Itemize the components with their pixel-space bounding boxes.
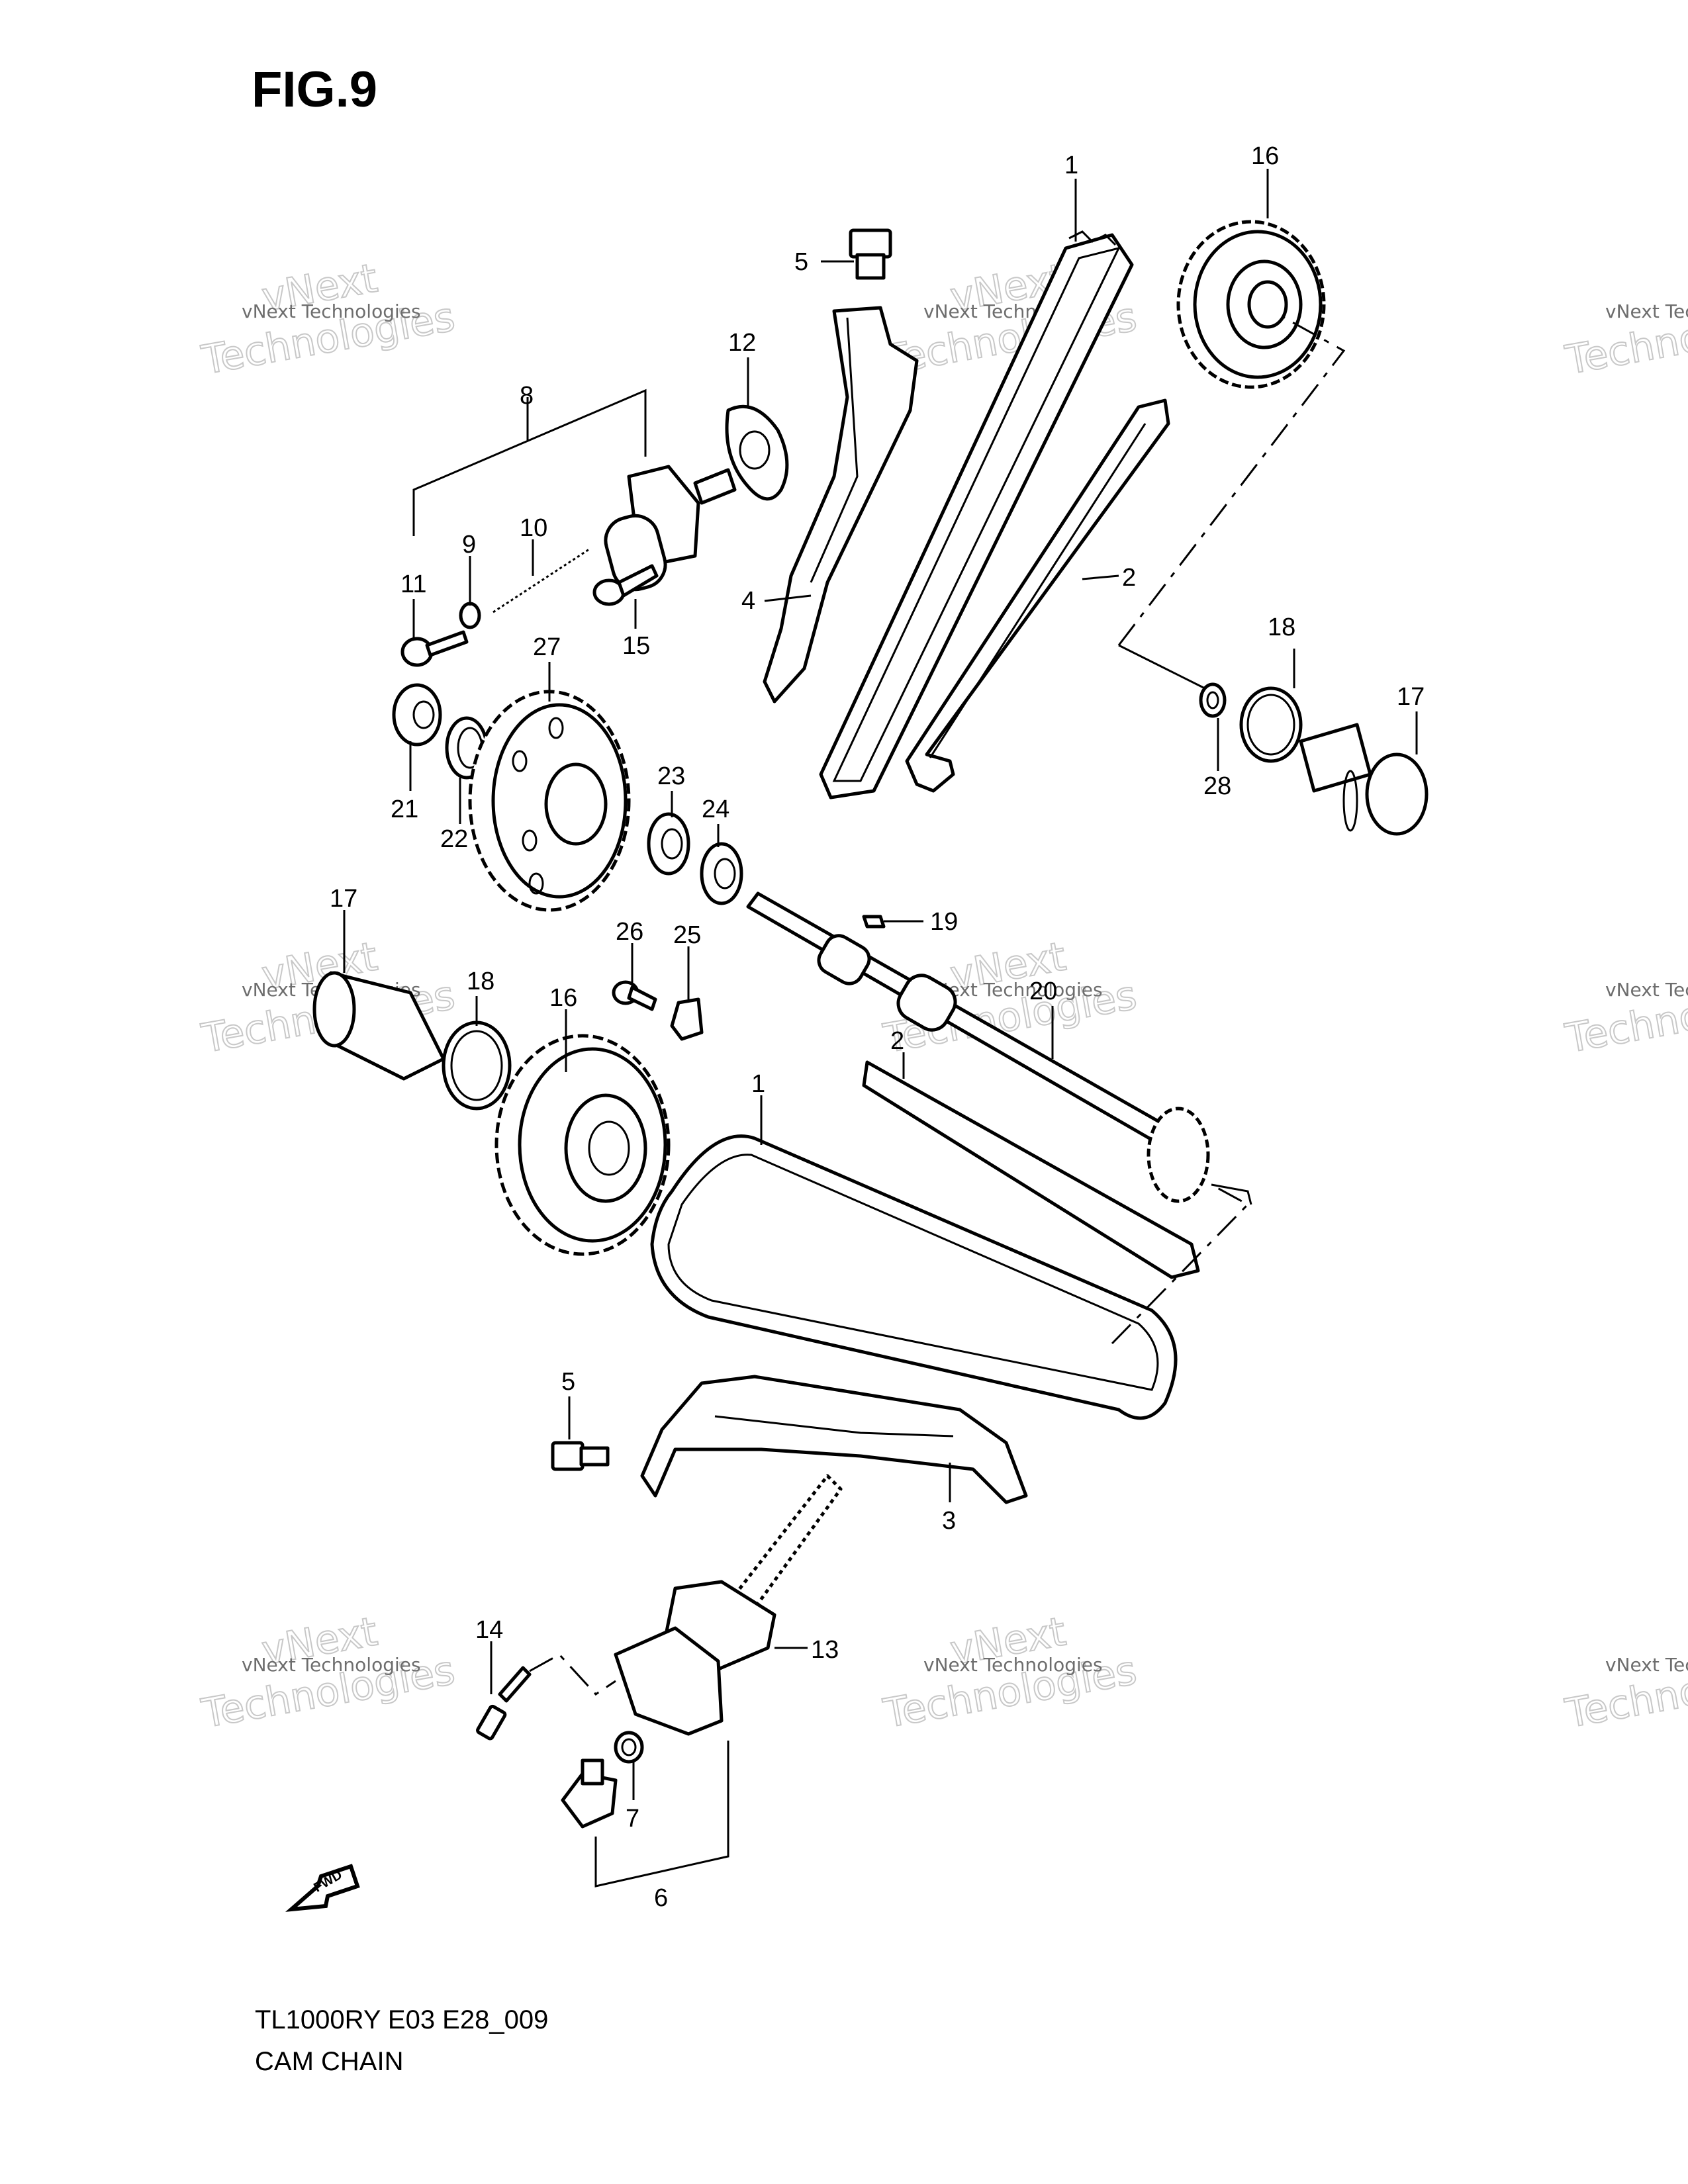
callout-17-bottom: 17 [330,885,357,913]
callout-4: 4 [741,587,755,615]
chain-tensioner-arm [640,1375,1028,1504]
sprocket-nut [392,683,442,747]
chain-guide-top [905,398,1170,793]
svg-text:vNext Technologies: vNext Technologies [242,300,421,322]
callout-5-bottom: 5 [561,1368,575,1396]
idler-shaft [746,891,1210,1203]
bearing-24 [700,842,743,905]
callout-16-top: 16 [1251,142,1279,170]
bearing-23 [647,812,690,876]
adjuster-bolt [592,564,659,606]
svg-text:vNext Technologies: vNext Technologies [1605,300,1688,322]
callout-2-bottom: 2 [890,1027,904,1055]
callout-27: 27 [533,633,561,661]
model-code: TL1000RY E03 E28_009 [255,2005,549,2034]
callout-7: 7 [626,1805,639,1833]
cam-sprocket-bottom [494,1034,671,1256]
callout-5-top: 5 [794,248,808,276]
tensioner-plug [561,1758,618,1829]
callout-20: 20 [1029,978,1057,1005]
bolt-bottom [551,1441,610,1471]
callout-25: 25 [673,921,701,949]
callout-6: 6 [654,1884,668,1912]
callout-18-top: 18 [1268,614,1295,641]
stopper-25 [670,997,704,1041]
callout-23: 23 [657,762,685,790]
plug-bottom [312,971,445,1081]
callout-11: 11 [400,570,426,598]
woodruff-key [862,915,886,929]
o-ring-top [1239,686,1303,763]
leader-lines [343,169,1418,1888]
fwd-arrow-icon: FWD [285,1864,360,1912]
callout-numbers: 1 16 5 12 8 9 10 11 15 4 2 18 17 28 27 2… [330,142,1425,1912]
idler-gear [468,690,631,912]
tensioner-gasket-bottom [614,1731,644,1764]
callout-16-bottom: 16 [549,984,577,1012]
chain-tensioner-guide-top [763,306,919,704]
cam-chain-bottom [650,1134,1178,1420]
o-ring-bottom [442,1021,512,1111]
callout-13: 13 [811,1636,839,1664]
callout-2-top: 2 [1122,564,1136,592]
bolt-26 [612,980,657,1011]
callout-21: 21 [391,796,418,823]
svg-text:vNext Technologies: vNext Technologies [1605,979,1688,1001]
cam-sprocket-top [1176,220,1326,389]
adjuster-cap-bolt [400,630,469,667]
tensioner-gasket [725,404,789,501]
tensioner-mount-bolt [476,1666,532,1741]
callout-3: 3 [942,1507,956,1535]
callout-19: 19 [930,908,958,936]
callout-24: 24 [702,796,729,823]
watermark-right-bottom: Technologies vNext Technologies [1561,1647,1688,1738]
chain-guide-bottom [862,1060,1200,1279]
cam-chain-top [819,230,1134,799]
callout-10: 10 [520,514,547,542]
callout-18-bottom: 18 [467,968,494,995]
callout-17-top: 17 [1397,683,1425,711]
chain-tensioner-body [614,1474,843,1736]
callout-8: 8 [520,382,534,410]
callout-28: 28 [1203,772,1231,800]
bolt-top [849,228,892,280]
figure-title: FIG.9 [252,62,378,118]
svg-text:vNext Technologies: vNext Technologies [1605,1654,1688,1676]
callout-1-top: 1 [1064,152,1078,179]
callout-12: 12 [728,329,756,357]
watermark-right-top: Technologies vNext Technologies [1561,293,1688,385]
washer-28 [1199,682,1227,718]
plug-top [1299,723,1429,836]
callout-22: 22 [440,825,468,853]
svg-text:vNext Technologies: vNext Technologies [923,1654,1103,1676]
watermark-left-top: Technologies vNext vNext Technologies [197,254,459,385]
watermark-left-bottom: Technologies vNext vNext Technologies [197,1608,459,1738]
svg-text:vNext Technologies: vNext Technologies [242,1654,421,1676]
tensioner-spring [492,548,590,614]
callout-9: 9 [462,531,476,559]
tensioner-adjuster [604,465,737,592]
washer-small [459,602,481,629]
callout-1-bottom: 1 [751,1070,765,1098]
callout-26: 26 [616,918,643,946]
callout-15: 15 [622,632,650,660]
figure-caption: CAM CHAIN [255,2047,404,2076]
callout-14: 14 [475,1616,503,1644]
watermark-right-mid: Technologies vNext Technologies [1561,972,1688,1063]
watermark-center-bottom: Technologies vNext vNext Technologies [879,1608,1141,1738]
